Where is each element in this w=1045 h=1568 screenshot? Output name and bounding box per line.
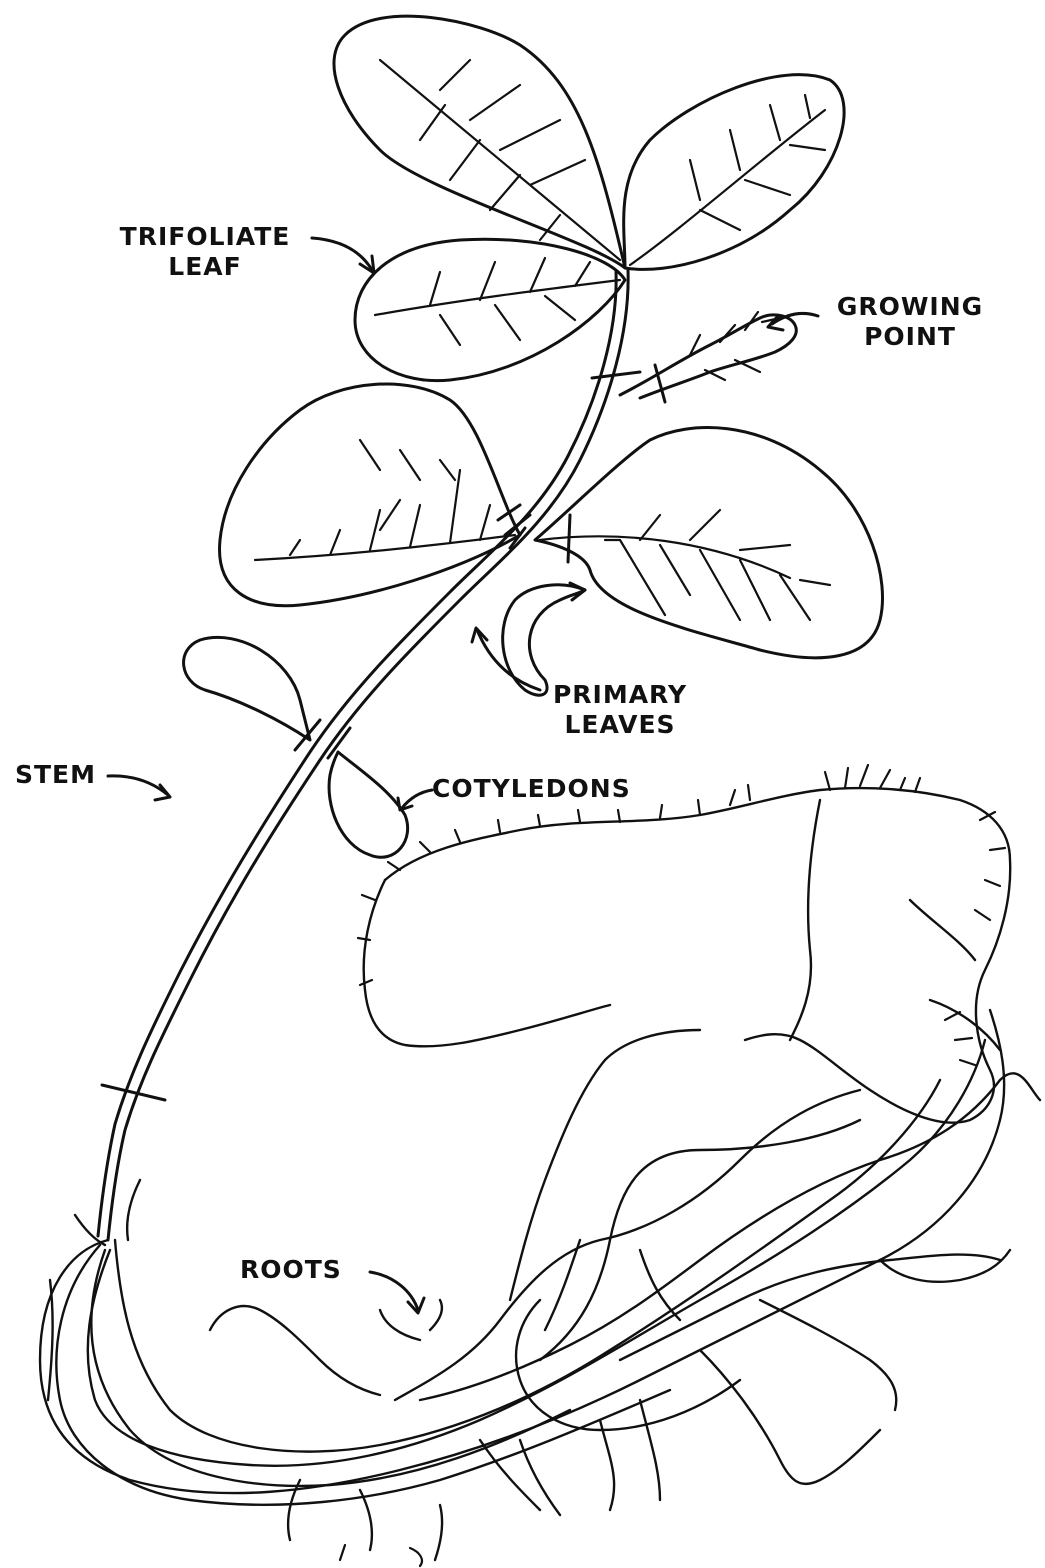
label-growing-point: GROWING POINT	[825, 292, 995, 352]
label-trifoliate-leaf: TRIFOLIATE LEAF	[100, 222, 310, 282]
label-cotyledons: COTYLEDONS	[432, 774, 631, 804]
cotyledon-right	[329, 752, 408, 857]
trifoliate-leaflet-top	[334, 16, 625, 268]
arrow-roots	[370, 1272, 424, 1313]
arrow-trifoliate	[312, 238, 374, 273]
label-growing-point-line2: POINT	[825, 322, 995, 352]
label-primary-leaves: PRIMARY LEAVES	[540, 680, 700, 740]
root-system	[40, 765, 1040, 1566]
label-stem: STEM	[15, 760, 96, 790]
main-stem	[98, 270, 628, 1240]
trifoliate-leaflet-right	[624, 75, 844, 270]
arrow-stem	[108, 776, 170, 800]
growing-point-shoot	[592, 312, 796, 402]
label-roots: ROOTS	[240, 1255, 342, 1285]
cotyledon-left	[184, 637, 310, 740]
label-primary-leaves-line1: PRIMARY	[540, 680, 700, 710]
primary-leaf-left	[220, 384, 520, 606]
label-trifoliate-leaf-line1: TRIFOLIATE	[100, 222, 310, 252]
label-growing-point-line1: GROWING	[825, 292, 995, 322]
arrow-cotyledons	[398, 790, 432, 810]
label-trifoliate-leaf-line2: LEAF	[100, 252, 310, 282]
trifoliate-leaflet-left	[355, 239, 625, 380]
label-primary-leaves-line2: LEAVES	[540, 710, 700, 740]
primary-leaf-right	[535, 428, 883, 658]
